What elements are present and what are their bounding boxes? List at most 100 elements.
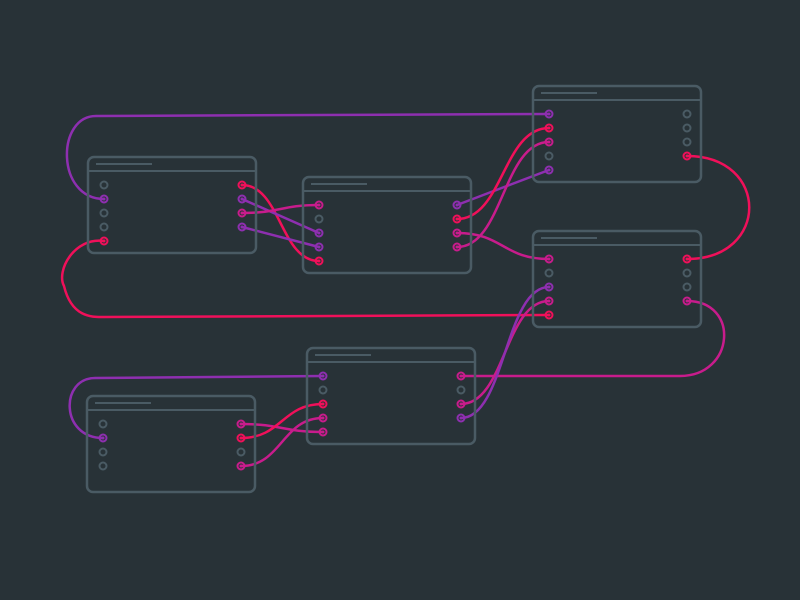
node-frame: [85, 394, 257, 494]
input-port[interactable]: [544, 137, 554, 147]
connection-wire-red[interactable]: [239, 402, 325, 440]
input-port[interactable]: [544, 151, 554, 161]
output-port[interactable]: [237, 222, 247, 232]
node-f[interactable]: [85, 394, 257, 494]
input-port[interactable]: [318, 399, 328, 409]
input-port[interactable]: [314, 242, 324, 252]
output-port[interactable]: [237, 194, 247, 204]
node-frame: [301, 175, 473, 275]
input-port[interactable]: [314, 214, 324, 224]
node-b[interactable]: [301, 175, 473, 275]
connection-wire-purple[interactable]: [68, 374, 325, 440]
node-frame: [305, 346, 477, 446]
output-port[interactable]: [452, 228, 462, 238]
output-port[interactable]: [452, 242, 462, 252]
output-port[interactable]: [452, 200, 462, 210]
input-port[interactable]: [544, 268, 554, 278]
input-port[interactable]: [318, 427, 328, 437]
port-connected-dot: [459, 402, 463, 406]
port-connected-dot: [547, 126, 551, 130]
output-port[interactable]: [682, 151, 692, 161]
output-port[interactable]: [682, 123, 692, 133]
port-connected-dot: [240, 197, 244, 201]
port-connected-dot: [101, 436, 105, 440]
output-port[interactable]: [236, 433, 246, 443]
connection-wire-magenta[interactable]: [239, 416, 325, 468]
nodes-layer: [85, 84, 703, 494]
input-port[interactable]: [544, 310, 554, 320]
port-connected-dot: [321, 416, 325, 420]
port-connected-dot: [455, 231, 459, 235]
output-port[interactable]: [236, 447, 246, 457]
input-port[interactable]: [314, 228, 324, 238]
port-connected-dot: [685, 154, 689, 158]
input-port[interactable]: [318, 413, 328, 423]
port-connected-dot: [455, 217, 459, 221]
port-connected-dot: [547, 140, 551, 144]
output-port[interactable]: [456, 385, 466, 395]
port-connected-dot: [547, 299, 551, 303]
node-c[interactable]: [531, 84, 703, 184]
port-connected-dot: [685, 257, 689, 261]
input-port[interactable]: [99, 180, 109, 190]
port-connected-dot: [240, 211, 244, 215]
input-port[interactable]: [544, 254, 554, 264]
input-port[interactable]: [318, 385, 328, 395]
input-port[interactable]: [544, 165, 554, 175]
node-frame: [531, 229, 703, 329]
connection-wire-red[interactable]: [685, 154, 751, 261]
port-connected-dot: [240, 183, 244, 187]
connection-wire-purple[interactable]: [240, 225, 321, 249]
output-port[interactable]: [237, 180, 247, 190]
output-port[interactable]: [452, 214, 462, 224]
input-port[interactable]: [99, 208, 109, 218]
connection-wire-red[interactable]: [60, 239, 551, 319]
port-connected-dot: [455, 245, 459, 249]
input-port[interactable]: [98, 419, 108, 429]
input-port[interactable]: [98, 447, 108, 457]
output-port[interactable]: [456, 371, 466, 381]
port-connected-dot: [459, 374, 463, 378]
output-port[interactable]: [682, 268, 692, 278]
output-port[interactable]: [456, 413, 466, 423]
input-port[interactable]: [544, 282, 554, 292]
output-port[interactable]: [682, 254, 692, 264]
port-connected-dot: [102, 197, 106, 201]
output-port[interactable]: [236, 461, 246, 471]
node-d[interactable]: [531, 229, 703, 329]
input-port[interactable]: [98, 433, 108, 443]
connection-wire-magenta[interactable]: [459, 299, 726, 378]
connection-wire-magenta[interactable]: [239, 422, 325, 434]
input-port[interactable]: [544, 109, 554, 119]
input-port[interactable]: [99, 236, 109, 246]
input-port[interactable]: [314, 200, 324, 210]
input-port[interactable]: [314, 256, 324, 266]
port-connected-dot: [547, 112, 551, 116]
output-port[interactable]: [682, 109, 692, 119]
node-frame: [531, 84, 703, 184]
port-connected-dot: [685, 299, 689, 303]
output-port[interactable]: [236, 419, 246, 429]
input-port[interactable]: [318, 371, 328, 381]
output-port[interactable]: [237, 208, 247, 218]
port-connected-dot: [240, 225, 244, 229]
output-port[interactable]: [456, 399, 466, 409]
port-connected-dot: [321, 430, 325, 434]
port-connected-dot: [547, 313, 551, 317]
connection-wire-magenta[interactable]: [240, 203, 321, 215]
node-frame: [86, 155, 258, 255]
output-port[interactable]: [682, 137, 692, 147]
input-port[interactable]: [544, 296, 554, 306]
node-a[interactable]: [86, 155, 258, 255]
node-e[interactable]: [305, 346, 477, 446]
connection-wire-red[interactable]: [240, 183, 321, 263]
input-port[interactable]: [544, 123, 554, 133]
port-connected-dot: [239, 436, 243, 440]
input-port[interactable]: [98, 461, 108, 471]
input-port[interactable]: [99, 222, 109, 232]
input-port[interactable]: [99, 194, 109, 204]
output-port[interactable]: [682, 296, 692, 306]
connection-wire-purple[interactable]: [240, 197, 321, 235]
output-port[interactable]: [682, 282, 692, 292]
